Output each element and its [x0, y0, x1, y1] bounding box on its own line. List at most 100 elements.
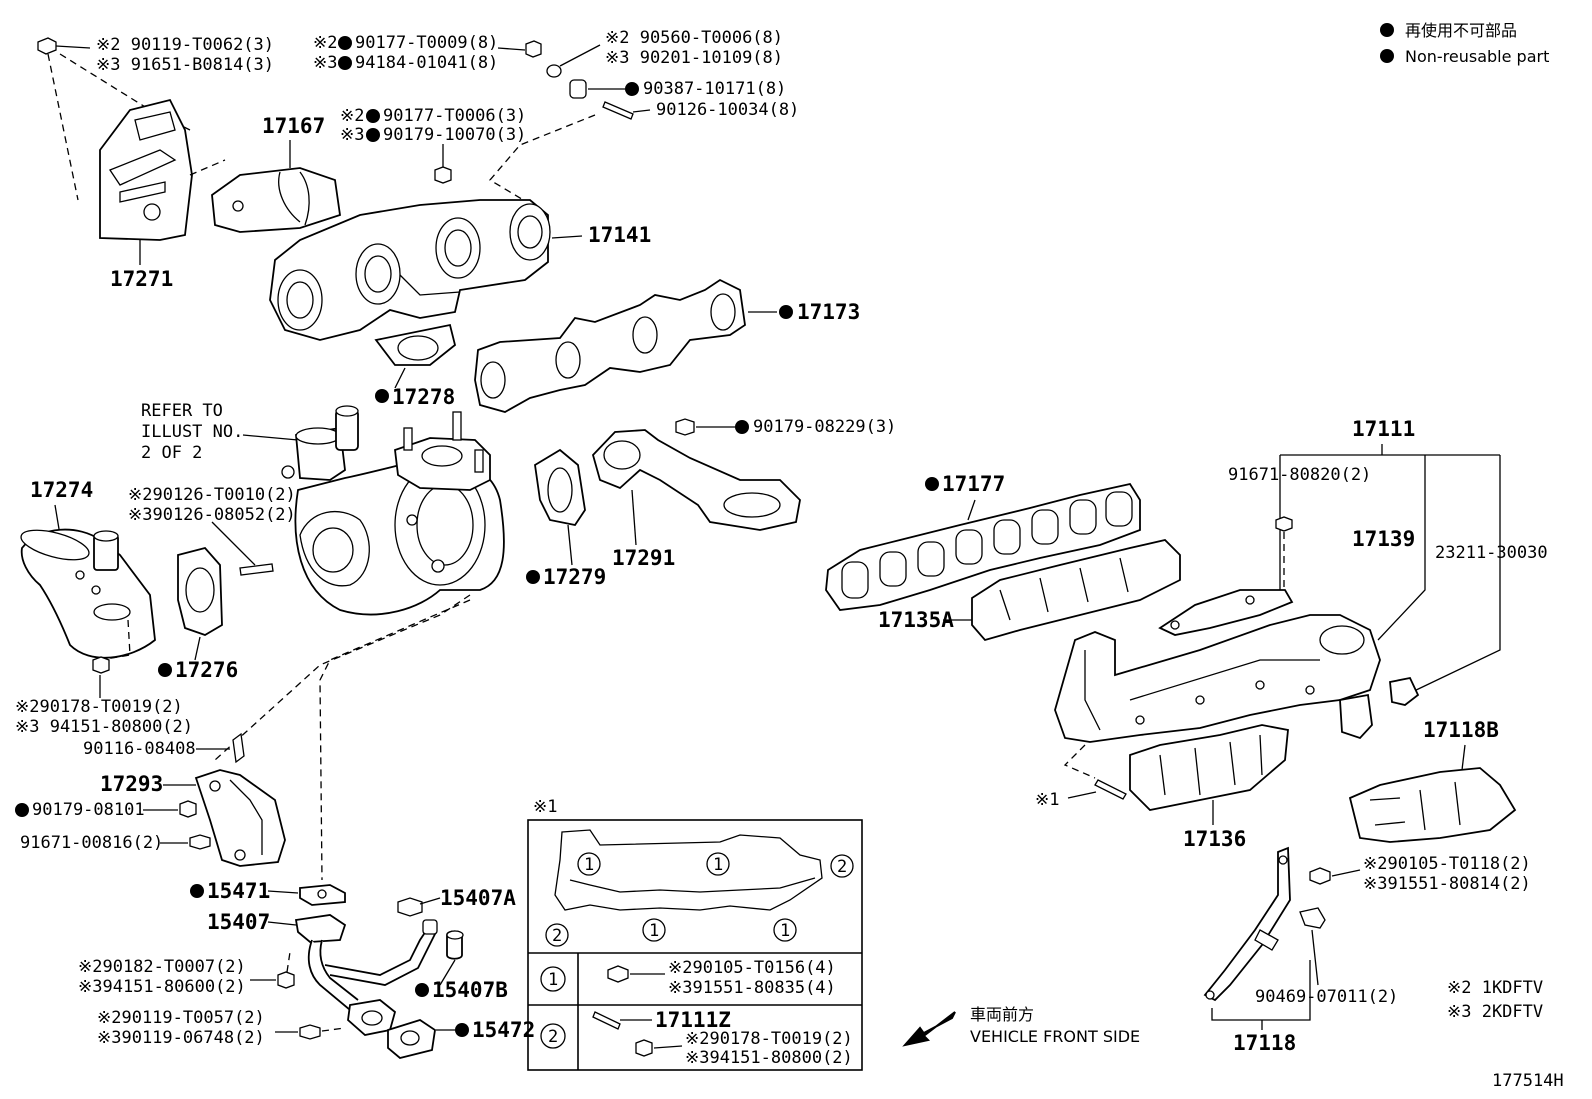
fastener-label: 90179-10070(3) — [383, 125, 526, 145]
note-prefix: ※2 — [313, 33, 337, 53]
fastener-label: 90126-10034(8) — [656, 100, 799, 120]
nut-icon — [525, 40, 542, 58]
non-reusable-dot-icon — [15, 803, 29, 817]
intake-gasket-17177: 17177 — [825, 472, 1141, 611]
part-label-23211: 23211-30030 — [1435, 543, 1548, 563]
insulator-17118B: 17118B — [1348, 718, 1517, 843]
callout-number: 1 — [649, 921, 659, 941]
washer-group: ※2 90560-T0006(8) ※3 90201-10109(8) 9038… — [489, 28, 799, 211]
part-label-17271: 17271 — [110, 267, 173, 291]
stud-icon — [232, 732, 245, 764]
intake-manifold-17111: 17111 17139 23211-30030 91671-80820(2) ※… — [1035, 417, 1548, 810]
part-label-17111: 17111 — [1352, 417, 1415, 441]
nut-icon — [434, 166, 452, 184]
callout-number: 2 — [548, 1027, 558, 1047]
callout-number: 1 — [713, 855, 723, 875]
nut-icon — [179, 800, 197, 818]
exhaust-manifold-17141: 17141 — [269, 199, 651, 341]
fastener-label: 90177-T0009(8) — [355, 33, 498, 53]
direction-jp: 車両前方 — [970, 1005, 1034, 1024]
direction-arrow-icon — [902, 1011, 956, 1047]
turbocharger — [281, 405, 505, 616]
fastener-label: 91671-00816(2) — [20, 833, 163, 853]
gasket-17279: 17279 — [526, 448, 606, 589]
callout-number: 2 — [552, 926, 562, 946]
fastener-label: ※2 90560-T0006(8) — [605, 28, 783, 48]
fastener-label: 90116-08408 — [83, 739, 196, 759]
non-reusable-dot-icon — [338, 56, 352, 70]
note-prefix: ※3 — [313, 53, 337, 73]
non-reusable-dot-icon — [625, 82, 639, 96]
spacer-icon — [569, 79, 587, 99]
heat-insulator-17167: 17167 — [189, 114, 341, 233]
nut-group-17167: ※2 90177-T0006(3) ※3 90179-10070(3) — [340, 106, 526, 184]
part-label-17278: 17278 — [392, 385, 455, 409]
legend: 再使用不可部品 Non-reusable part — [1380, 21, 1549, 66]
fastener-17274-group: ※290178-T0019(2) ※3 94151-80800(2) — [15, 656, 193, 737]
non-reusable-dot-icon — [735, 420, 749, 434]
part-label-17291: 17291 — [612, 546, 675, 570]
refer-note-line: 2 OF 2 — [141, 443, 202, 463]
nut-icon — [635, 1039, 653, 1057]
bracket-17293: 90116-08408 17293 90179-08101 91671-0081… — [15, 594, 471, 881]
legend-non-reusable-jp: 再使用不可部品 — [1405, 21, 1517, 40]
part-label-17167: 17167 — [262, 114, 325, 138]
part-label-17118B: 17118B — [1423, 718, 1499, 742]
fastener-label: 90179-08101 — [32, 800, 145, 820]
non-reusable-dot-icon — [455, 1023, 469, 1037]
callout-number: 2 — [837, 857, 847, 877]
legend-non-reusable-en: Non-reusable part — [1405, 47, 1549, 66]
callout-number: 1 — [780, 921, 790, 941]
bolt-head-icon — [189, 834, 211, 850]
fastener-label: 90177-T0006(3) — [383, 106, 526, 126]
nut-icon — [675, 418, 695, 436]
callout-number: 1 — [548, 970, 558, 990]
part-label-15407B: 15407B — [432, 978, 508, 1002]
fastener-label: ※3 94151-80800(2) — [15, 717, 193, 737]
refer-note: REFER TO ILLUST NO. 2 OF 2 — [141, 401, 299, 463]
union-bolt-icon — [397, 897, 423, 917]
fastener-label: ※290178-T0019(2) — [15, 697, 183, 717]
non-reusable-dot-icon — [366, 109, 380, 123]
fastener-label: ※394151-80600(2) — [78, 977, 246, 997]
part-label-17136: 17136 — [1183, 827, 1246, 851]
refer-note-line: REFER TO — [141, 401, 223, 421]
part-label-17111Z: 17111Z — [655, 1008, 731, 1032]
inset-panel: ※1 1 1 2 2 1 1 1 ※290105-T0156(4) ※39155… — [527, 797, 863, 1071]
fastener-label: ※290126-T0010(2) — [128, 485, 296, 505]
stud-icon — [239, 563, 274, 576]
callout-number: 1 — [584, 855, 594, 875]
fastener-label: ※290105-T0118(2) — [1363, 854, 1531, 874]
heat-insulator-17271: 17271 — [99, 98, 193, 291]
note-prefix: ※3 — [340, 125, 364, 145]
bolt-17271-group: ※2 90119-T0062(3) ※3 91651-B0814(3) — [37, 35, 274, 201]
part-label-17173: 17173 — [797, 300, 860, 324]
fastener-label: 94184-01041(8) — [355, 53, 498, 73]
fastener-label: ※390119-06748(2) — [97, 1028, 265, 1048]
refer-note-line: ILLUST NO. — [141, 422, 243, 442]
part-label-17135A: 17135A — [878, 608, 954, 632]
bolt-head-icon — [1309, 867, 1331, 885]
bolt-head-icon — [299, 1024, 321, 1040]
non-reusable-dot-icon — [375, 389, 389, 403]
clamp-icon — [1299, 907, 1326, 929]
gasket-17276: 17276 — [158, 546, 238, 682]
non-reusable-dot-icon — [415, 983, 429, 997]
non-reusable-dot-icon — [366, 128, 380, 142]
fastener-label: ※2 90119-T0062(3) — [96, 35, 274, 55]
non-reusable-dot-icon — [779, 305, 793, 319]
inset-fastener-label: ※394151-80800(2) — [685, 1048, 853, 1068]
insulator-17136: 17136 — [1129, 724, 1289, 851]
fastener-label: ※290119-T0057(2) — [97, 1008, 265, 1028]
sensor-icon — [1389, 676, 1420, 706]
non-reusable-dot-icon — [190, 884, 204, 898]
fastener-label: 90179-08229(3) — [753, 417, 896, 437]
inset-fastener-label: ※391551-80835(4) — [668, 978, 836, 998]
non-reusable-dot-icon — [1380, 49, 1394, 63]
fastener-label: ※391551-80814(2) — [1363, 874, 1531, 894]
non-reusable-dot-icon — [158, 663, 172, 677]
part-label-17139: 17139 — [1352, 527, 1415, 551]
note-prefix: ※2 — [340, 106, 364, 126]
stud-icon — [1094, 779, 1127, 800]
